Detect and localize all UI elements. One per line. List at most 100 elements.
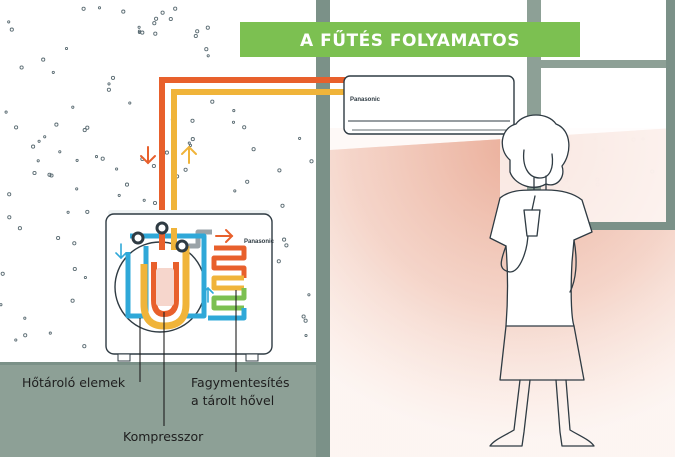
- snowflake-dot: [168, 16, 173, 22]
- snowflake-dot: [49, 173, 54, 178]
- snowflake-dot: [31, 144, 36, 149]
- indoor-unit: [343, 75, 515, 135]
- snowflake-dot: [137, 25, 141, 29]
- snowflake-dot: [188, 143, 193, 147]
- snowflake-dot: [100, 156, 105, 161]
- snowflake-dot: [206, 54, 210, 58]
- snowflake-dot: [110, 75, 116, 80]
- snowflake-dot: [71, 105, 75, 109]
- snowflake-dot: [190, 118, 195, 123]
- snowflake-dot: [307, 293, 311, 297]
- snowflake-dot: [232, 109, 236, 113]
- snowflake-dot: [48, 331, 52, 335]
- snowflake-dot: [304, 333, 308, 338]
- snowflake-dot: [298, 136, 302, 140]
- snowflake-dot: [47, 172, 52, 177]
- snowflake-dot: [231, 120, 236, 124]
- snowflake-dot: [58, 150, 62, 154]
- snowflake-dot: [43, 135, 47, 139]
- snowflake-dot: [32, 170, 37, 176]
- snowflake-dot: [160, 10, 165, 15]
- snowflake-dot: [117, 193, 121, 197]
- arrow-down-icon: [140, 146, 156, 165]
- snowflake-dot: [0, 271, 5, 276]
- arrow-right-icon: [215, 229, 234, 243]
- snowflake-dot: [9, 27, 14, 32]
- ground: [0, 362, 330, 457]
- snowflake-dot: [85, 125, 90, 130]
- wall: [316, 0, 330, 457]
- snowflake-dot: [106, 87, 111, 92]
- snowflake-dot: [83, 275, 87, 280]
- snowflake-dot: [152, 21, 157, 26]
- snowflake-dot: [37, 139, 41, 143]
- snowflake-dot: [151, 163, 156, 169]
- snowflake-dot: [7, 215, 12, 220]
- snowflake-dot: [23, 333, 28, 338]
- snowflake-dot: [82, 344, 87, 349]
- snowflake-dot: [97, 6, 102, 10]
- snowflake-dot: [56, 235, 61, 241]
- snowflake-dot: [94, 155, 99, 159]
- snowflake-dot: [173, 6, 178, 11]
- leader-lines: [139, 290, 237, 426]
- label-heat-storage: Hőtároló elemek: [22, 375, 126, 390]
- snowflake-dot: [187, 141, 191, 145]
- refrigerant-pipes: [159, 77, 353, 231]
- arrow-up-icon: [181, 145, 197, 164]
- snowflake-dot: [75, 187, 79, 191]
- snowflake-dot: [64, 46, 69, 51]
- label-defrost-line2: a tárolt hővel: [191, 393, 274, 408]
- snowflake-dot: [72, 266, 77, 272]
- snowflake-dot: [164, 150, 169, 155]
- snowflake-dot: [284, 243, 289, 248]
- snowflake-dot: [242, 125, 247, 130]
- snowflake-dot: [251, 147, 256, 152]
- snowflake-dot: [277, 168, 282, 173]
- snowflake-dot: [276, 259, 281, 264]
- snowflake-dot: [121, 9, 126, 14]
- snowflake-dot: [193, 33, 198, 39]
- snowflake-dot: [137, 30, 141, 34]
- snowflake-dot: [17, 226, 22, 231]
- snowflake-dot: [137, 29, 141, 33]
- snowflake-dot: [195, 29, 200, 34]
- snowflake-dot: [183, 167, 188, 172]
- snowflake-dot: [153, 31, 158, 36]
- snowflake-dot: [70, 298, 75, 303]
- snowflake-dot: [233, 189, 237, 193]
- snowflake-dot: [210, 99, 215, 104]
- indoor-unit-brand: Panasonic: [350, 97, 381, 103]
- snowflake-dot: [36, 159, 40, 163]
- snowflake-dot: [4, 110, 8, 114]
- pipe-valves: [131, 221, 189, 253]
- snowflake-dot: [66, 210, 70, 214]
- snowflake-dot: [204, 47, 209, 52]
- snowflake-dot: [0, 303, 3, 307]
- snowflake-dot: [282, 237, 287, 242]
- snowflake-dot: [14, 125, 19, 130]
- snowflake-dot: [54, 122, 59, 127]
- banner-title: A FŰTÉS FOLYAMATOS: [300, 29, 520, 51]
- snowflake-dot: [303, 318, 308, 323]
- snowflake-dot: [72, 241, 77, 246]
- snowflake-dot: [154, 16, 159, 21]
- snowflake-dot: [7, 192, 12, 197]
- snowflake-dot: [142, 198, 146, 202]
- snowflake-dot: [82, 128, 87, 133]
- snowflake-dot: [128, 101, 132, 105]
- snowflake-dot: [81, 6, 86, 11]
- snowflake-dot: [309, 159, 314, 164]
- snowflake-dot: [190, 137, 195, 142]
- snowflake-dot: [301, 314, 306, 319]
- snowflake-dot: [280, 203, 285, 208]
- snowflake-dot: [51, 70, 55, 74]
- snowflake-dot: [75, 158, 79, 162]
- snowflake-dot: [107, 82, 111, 86]
- label-defrost-line1: Fagymentesítés: [191, 375, 290, 390]
- snowflake-dot: [245, 179, 250, 184]
- outdoor-unit-brand: Panasonic: [244, 239, 275, 245]
- snowflake-dot: [124, 182, 130, 187]
